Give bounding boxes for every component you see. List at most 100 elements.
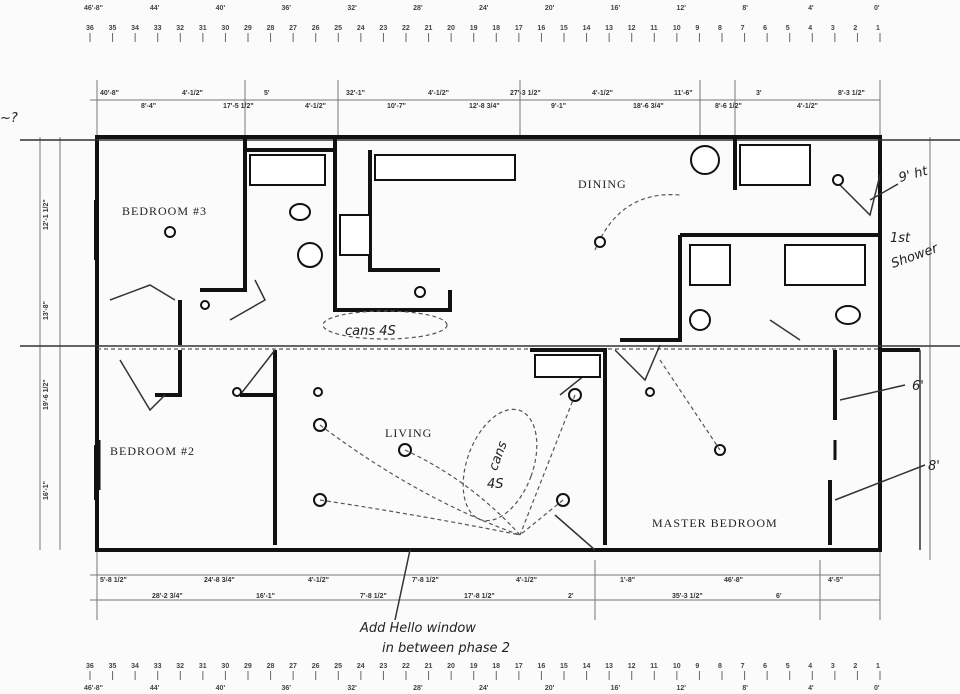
ruler-number: 33 [154,663,162,670]
ruler-feet-label: 12' [677,5,687,12]
note-living-cans: 4S [487,477,504,492]
light-icon [164,226,176,238]
light-icon [414,286,426,298]
dimension-label: 35'-3 1/2" [672,593,703,600]
ruler-number: 25 [334,663,342,670]
ruler-number: 29 [244,663,252,670]
dimension-label: 10'-7" [387,103,406,110]
ruler-feet-label: 8' [742,5,748,12]
dimension-label: 6' [776,593,782,600]
note-shower-1: 1st [890,231,911,246]
ruler-feet-label: 20' [545,5,555,12]
dimension-label: 17'-8 1/2" [464,593,495,600]
top-dimension-labels: 40'-8"8'-4"4'-1/2"17'-5 1/2"5'4'-1/2"32'… [100,90,865,110]
ruler-number: 11 [650,663,658,670]
ruler-number: 27 [289,25,297,32]
dimension-label: 28'-2 3/4" [152,593,183,600]
note-living-cans-top: cans [486,439,510,473]
ruler-feet-label: 44' [150,685,160,692]
ruler-number: 23 [379,663,387,670]
exterior-walls [20,135,960,552]
vanity [739,144,811,186]
dimension-label: 1'-8" [620,577,635,584]
ruler-number: 10 [673,25,681,32]
room-label-dining: DINING [578,177,627,191]
ruler-feet-label: 32' [347,685,357,692]
ruler-number: 8 [718,663,722,670]
ruler-number: 29 [244,25,252,32]
dimension-label: 24'-8 3/4" [204,577,235,584]
ruler-number: 22 [402,25,410,32]
ruler-number: 13 [605,663,613,670]
ruler-feet-label: 20' [545,685,555,692]
ruler-number: 31 [199,663,207,670]
ruler-number: 19 [470,663,478,670]
switch-icon [645,387,655,397]
ruler-number: 1 [876,663,880,670]
ruler-number: 14 [583,25,591,32]
dimension-label: 13'-8" [43,301,50,320]
ruler-feet-label: 36' [282,685,292,692]
ruler-number: 17 [515,25,523,32]
dimension-label: 4'-5" [828,577,843,584]
dimension-label: 46'-8" [724,577,743,584]
ruler-feet-label: 24' [479,685,489,692]
ruler-number: 1 [876,25,880,32]
ruler-feet-label: 0' [874,5,880,12]
dimension-label: 4'-1/2" [308,577,329,584]
dimension-label: 11'-6" [674,90,693,97]
bedroom3-closet-shelf [249,154,326,186]
ruler-number: 5 [786,25,790,32]
ruler-number: 25 [334,25,342,32]
ruler-number: 21 [425,663,433,670]
dimension-label: 3' [756,90,762,97]
ruler-number: 15 [560,663,568,670]
toilet-icon [835,305,861,325]
ruler-number: 12 [628,663,636,670]
dimension-label: 4'-1/2" [797,103,818,110]
ruler-number: 11 [650,25,658,32]
interior-walls [94,135,921,552]
ruler-number: 7 [741,663,745,670]
dimension-label: 7'-8 1/2" [360,593,387,600]
dimension-label: 4'-1/2" [428,90,449,97]
ruler-number: 26 [312,25,320,32]
ruler-number: 15 [560,25,568,32]
ruler-feet-label: 12' [677,685,687,692]
ruler-number: 9 [695,25,699,32]
ruler-number: 10 [673,663,681,670]
dimension-label: 4'-1/2" [182,90,203,97]
dimension-label: 5' [264,90,270,97]
note-margin-mark: ~? [0,111,18,126]
note-six-ft: 6' [912,379,924,394]
ruler-feet-label: 16' [611,685,621,692]
ruler-number: 19 [470,25,478,32]
ruler-feet-label: 44' [150,5,160,12]
dimension-label: 4'-1/2" [516,577,537,584]
tub [784,244,866,286]
dimension-label: 16'-1" [43,481,50,500]
ruler-number: 17 [515,663,523,670]
dimension-label: 27'-3 1/2" [510,90,541,97]
ruler-number: 30 [221,25,229,32]
note-eight-ft: 8' [928,459,940,474]
ruler-feet-label: 46'-8" [84,685,103,692]
ruler-number: 34 [131,25,139,32]
ruler-number: 20 [447,25,455,32]
ruler-number: 6 [763,663,767,670]
ruler-number: 3 [831,663,835,670]
room-label-living: LIVING [385,426,432,440]
ruler-number: 6 [763,25,767,32]
ruler-number: 20 [447,663,455,670]
ruler-number: 13 [605,25,613,32]
dimension-label: 16'-1" [256,593,275,600]
kitchen-counter [374,154,516,181]
ruler-number: 4 [808,25,812,32]
ruler-number: 36 [86,25,94,32]
door-swings [109,174,881,551]
switch-icon [232,387,242,397]
room-label-bedroom2: BEDROOM #2 [110,444,195,458]
ruler-number: 31 [199,25,207,32]
room-label-master-bedroom: MASTER BEDROOM [652,516,778,530]
